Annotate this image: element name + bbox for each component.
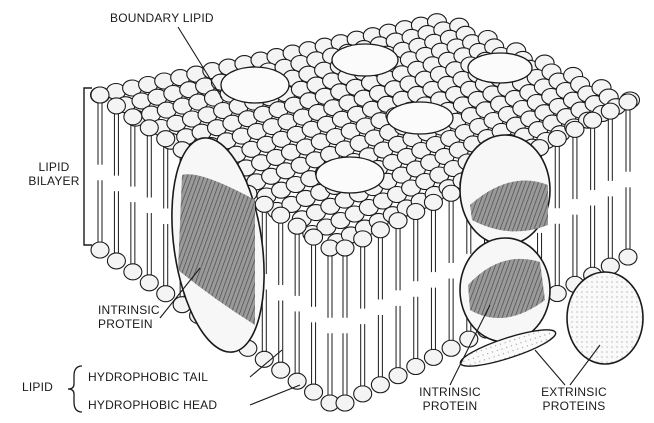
front-right-head-bottom: [619, 249, 637, 265]
front-right-head-top: [371, 222, 389, 238]
extrinsic-protein-round: [567, 272, 643, 364]
front-left-head-bottom: [140, 275, 158, 291]
front-right-head-bottom: [371, 377, 389, 393]
boundary-lipid-dome: [221, 67, 289, 103]
front-right-head-top: [548, 131, 566, 147]
leader-line: [250, 385, 300, 405]
front-left-head-bottom: [272, 362, 290, 378]
lipid-brace: [68, 366, 82, 412]
front-right-head-top: [407, 204, 425, 220]
front-right-head-bottom: [407, 359, 425, 375]
front-left-head-bottom: [305, 384, 323, 400]
front-right-head-bottom: [442, 340, 460, 356]
front-right-head-top: [442, 185, 460, 201]
label-boundary-lipid: BOUNDARY LIPID: [110, 11, 214, 25]
front-right-head-top: [424, 194, 442, 210]
front-left-head-bottom: [157, 286, 175, 302]
front-left-head-top: [124, 109, 142, 125]
boundary-lipid-dome: [387, 102, 453, 134]
front-right-head-bottom: [460, 331, 478, 347]
front-right-head-bottom: [336, 395, 354, 411]
label-extrinsic-proteins-line2: PROTEINS: [530, 399, 618, 413]
front-left-head-bottom: [107, 253, 125, 269]
label-intrinsic-protein-bottom-line2: PROTEIN: [412, 399, 488, 413]
label-intrinsic-protein-left: INTRINSIC PROTEIN: [98, 303, 160, 331]
front-right-head-top: [354, 231, 372, 247]
front-right-head-bottom: [354, 386, 372, 402]
front-left-head-top: [288, 218, 306, 234]
front-left-head-top: [255, 196, 273, 212]
front-right-head-bottom: [548, 286, 566, 302]
front-left-head-top: [305, 229, 323, 245]
front-left-head-top: [272, 207, 290, 223]
front-right-head-top: [601, 103, 619, 119]
boundary-lipid-dome: [316, 157, 384, 193]
front-left-head-bottom: [288, 373, 306, 389]
label-intrinsic-protein-left-line1: INTRINSIC: [98, 303, 160, 317]
label-intrinsic-protein-bottom: INTRINSIC PROTEIN: [412, 385, 488, 413]
label-lipid-bilayer-line2: BILAYER: [24, 174, 84, 188]
boundary-lipid-dome: [468, 53, 532, 83]
front-right-head-top: [566, 121, 584, 137]
front-right-head-top: [389, 213, 407, 229]
label-lipid-bilayer: LIPID BILAYER: [24, 160, 84, 188]
label-intrinsic-protein-left-line2: PROTEIN: [98, 317, 160, 331]
label-hydrophobic-head: HYDROPHOBIC HEAD: [88, 398, 217, 412]
leader-line: [535, 350, 565, 385]
label-extrinsic-proteins-line1: EXTRINSIC: [530, 385, 618, 399]
front-right-head-top: [619, 94, 637, 110]
label-hydrophobic-tail: HYDROPHOBIC TAIL: [88, 370, 208, 384]
front-left-head-bottom: [91, 242, 109, 258]
boundary-lipid-dome: [332, 44, 398, 76]
label-extrinsic-proteins: EXTRINSIC PROTEINS: [530, 385, 618, 413]
front-left-head-bottom: [124, 264, 142, 280]
front-right-head-bottom: [424, 349, 442, 365]
front-left-head-top: [157, 131, 175, 147]
front-right-head-bottom: [389, 368, 407, 384]
front-right-head-top: [584, 112, 602, 128]
front-left-head-top: [140, 120, 158, 136]
front-left-head-top: [91, 87, 109, 103]
bilayer-bracket: [84, 88, 92, 245]
label-lipid: LIPID: [22, 380, 53, 394]
front-right-head-top: [336, 240, 354, 256]
front-left-head-top: [107, 98, 125, 114]
label-intrinsic-protein-bottom-line1: INTRINSIC: [412, 385, 488, 399]
label-lipid-bilayer-line1: LIPID: [24, 160, 84, 174]
